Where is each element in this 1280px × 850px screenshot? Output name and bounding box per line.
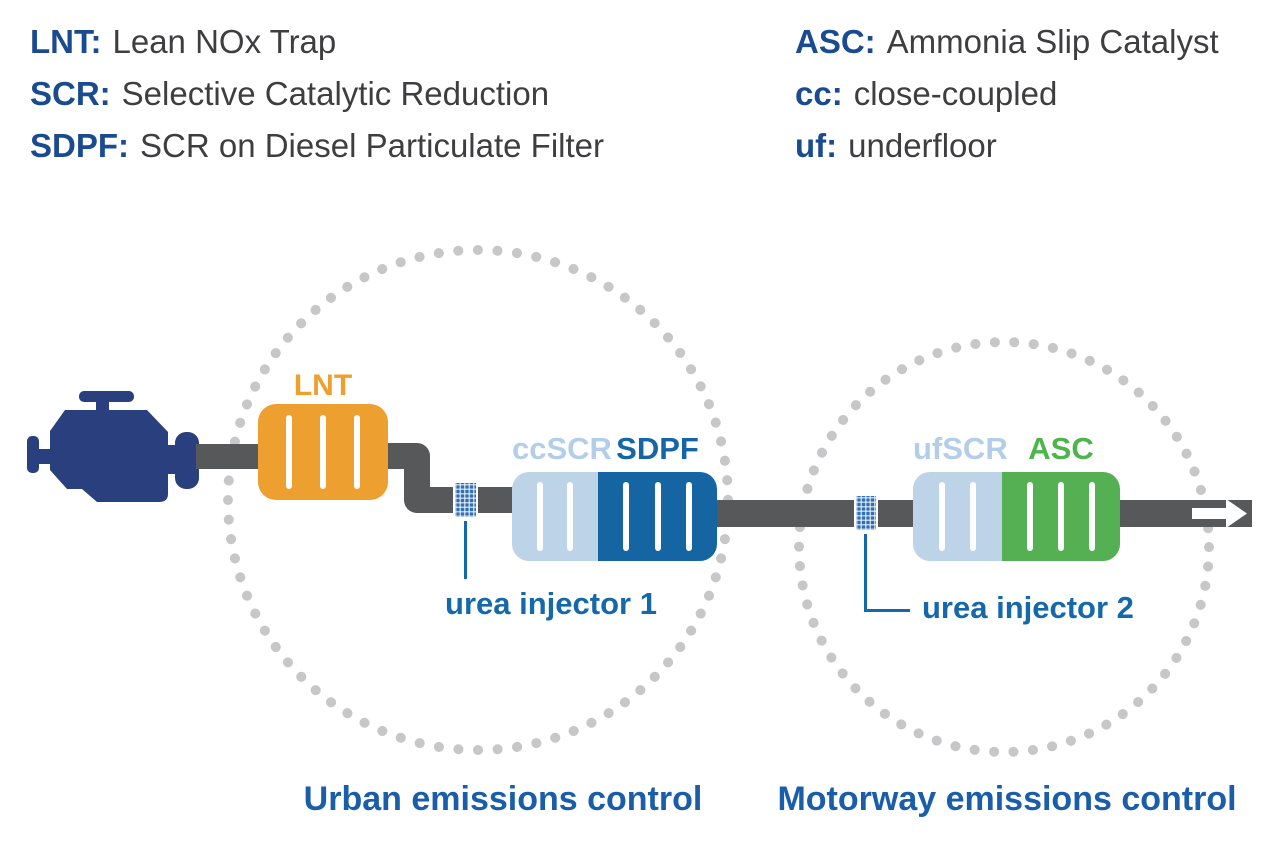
catalyst-slit bbox=[623, 482, 630, 551]
legend-definition: close-coupled bbox=[853, 75, 1058, 112]
catalyst-slit bbox=[1089, 482, 1095, 551]
motorway-zone-caption: Motorway emissions control bbox=[777, 780, 1237, 818]
sdpf-label: SDPF bbox=[616, 431, 699, 466]
legend-definition: underfloor bbox=[848, 127, 997, 164]
lnt-catalyst bbox=[258, 404, 388, 500]
legend-item-sdpf: SDPF: SCR on Diesel Particulate Filter bbox=[30, 120, 604, 172]
legend-item-scr: SCR: Selective Catalytic Reduction bbox=[30, 68, 604, 120]
legend-definition: Ammonia Slip Catalyst bbox=[886, 23, 1219, 60]
legend-abbr: SCR: bbox=[30, 75, 111, 112]
legend-definition: Selective Catalytic Reduction bbox=[121, 75, 550, 112]
catalyst-slit bbox=[1027, 482, 1033, 551]
catalyst-slit bbox=[654, 482, 661, 551]
lnt-label: LNT bbox=[293, 369, 353, 402]
urea-injector-1-icon bbox=[453, 481, 478, 519]
legend-abbr: SDPF: bbox=[30, 127, 129, 164]
urea-injector-1-label: urea injector 1 bbox=[445, 586, 657, 621]
ufscr-label: ufSCR bbox=[913, 431, 1008, 466]
catalyst-slit bbox=[1058, 482, 1064, 551]
catalyst-slit bbox=[286, 415, 292, 489]
legend-item-lnt: LNT: Lean NOx Trap bbox=[30, 16, 604, 68]
urea-injector-2-leader-line bbox=[864, 609, 910, 612]
engine-icon bbox=[27, 391, 199, 502]
urea-injector-2-icon bbox=[854, 494, 878, 532]
legend-abbr: LNT: bbox=[30, 23, 102, 60]
pipe-s-bend bbox=[384, 443, 516, 513]
legend-item-uf: uf: underfloor bbox=[795, 120, 1219, 172]
catalyst-slit bbox=[536, 482, 543, 551]
catalyst-slit bbox=[320, 415, 326, 489]
legend-abbr: ASC: bbox=[795, 23, 876, 60]
catalyst-slit bbox=[685, 482, 692, 551]
pipe-sdpf-to-ufscr bbox=[714, 500, 916, 527]
motorway-zone-circle bbox=[794, 337, 1214, 757]
legend-item-asc: ASC: Ammonia Slip Catalyst bbox=[795, 16, 1219, 68]
flow-arrow-icon bbox=[1192, 499, 1247, 528]
ufscr-asc-labels: ufSCR ASC bbox=[913, 433, 1120, 464]
urban-zone-caption: Urban emissions control bbox=[303, 780, 703, 818]
legend-definition: SCR on Diesel Particulate Filter bbox=[140, 127, 604, 164]
asc-section bbox=[1002, 472, 1120, 561]
legend-right: ASC: Ammonia Slip Catalyst cc: close-coupl… bbox=[795, 16, 1219, 172]
catalyst-slit bbox=[567, 482, 574, 551]
legend-abbr: cc: bbox=[795, 75, 843, 112]
urea-injector-2-label: urea injector 2 bbox=[922, 590, 1134, 625]
urea-injector-1-leader-line bbox=[464, 521, 467, 579]
legend-abbr: uf: bbox=[795, 127, 838, 164]
ufscr-asc-catalyst bbox=[913, 472, 1120, 561]
legend-left: LNT: Lean NOx Trap SCR: Selective Catalyti… bbox=[30, 16, 604, 172]
ccscr-section bbox=[512, 472, 598, 561]
legend-definition: Lean NOx Trap bbox=[112, 23, 337, 60]
asc-label: ASC bbox=[1028, 431, 1094, 466]
catalyst-slit bbox=[970, 482, 977, 551]
ufscr-section bbox=[913, 472, 1002, 561]
ccscr-sdpf-catalyst bbox=[512, 472, 717, 561]
ccscr-sdpf-labels: ccSCR SDPF bbox=[512, 433, 717, 464]
legend-item-cc: cc: close-coupled bbox=[795, 68, 1219, 120]
catalyst-slit bbox=[938, 482, 945, 551]
sdpf-section bbox=[598, 472, 717, 561]
pipe-engine-to-lnt bbox=[196, 444, 262, 469]
catalyst-slit bbox=[354, 415, 360, 489]
urea-injector-2-leader-line bbox=[864, 534, 867, 612]
ccscr-label: ccSCR bbox=[512, 431, 612, 466]
